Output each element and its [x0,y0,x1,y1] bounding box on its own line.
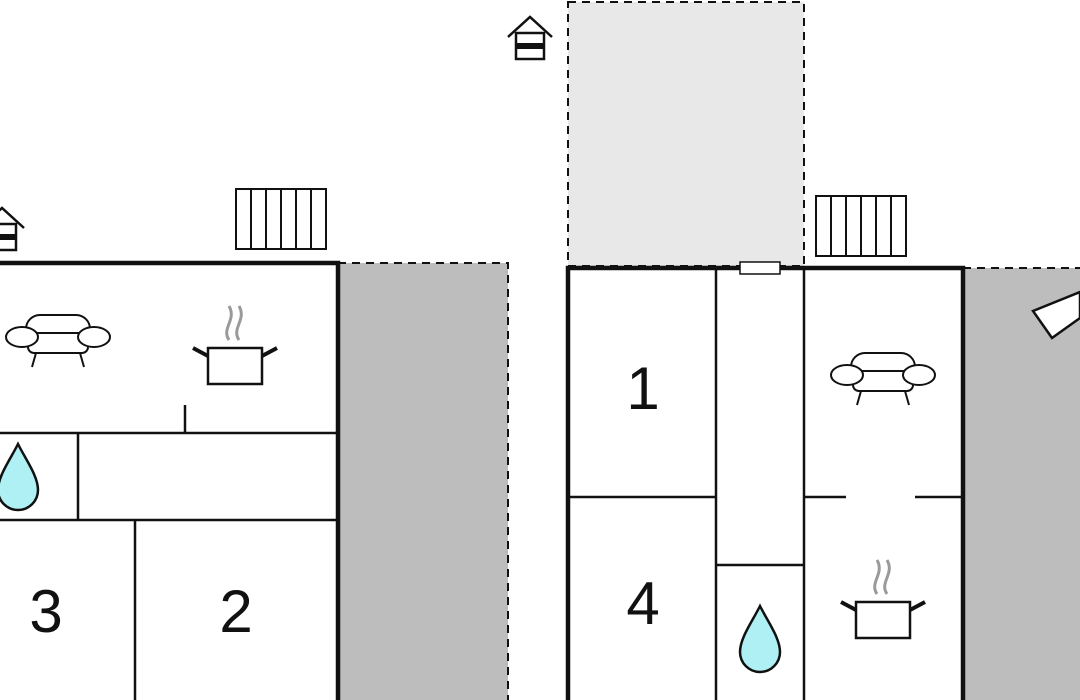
radiator-icon [235,188,327,250]
left-unit: 3 2 [0,188,509,700]
house-entrance-icon [0,206,26,252]
sun-lounger-icon [1031,290,1080,340]
house-entrance-icon [506,15,554,61]
room-number-1: 1 [626,355,659,422]
room-number-3: 3 [29,578,62,645]
radiator-icon [815,195,907,257]
left-terrace [337,262,509,700]
right-top-terrace [567,1,805,267]
entrance-door [739,261,781,275]
room-number-2: 2 [219,578,252,645]
room-number-4: 4 [626,570,659,637]
right-unit: 1 4 [506,1,1080,700]
right-side-terrace [962,267,1080,700]
